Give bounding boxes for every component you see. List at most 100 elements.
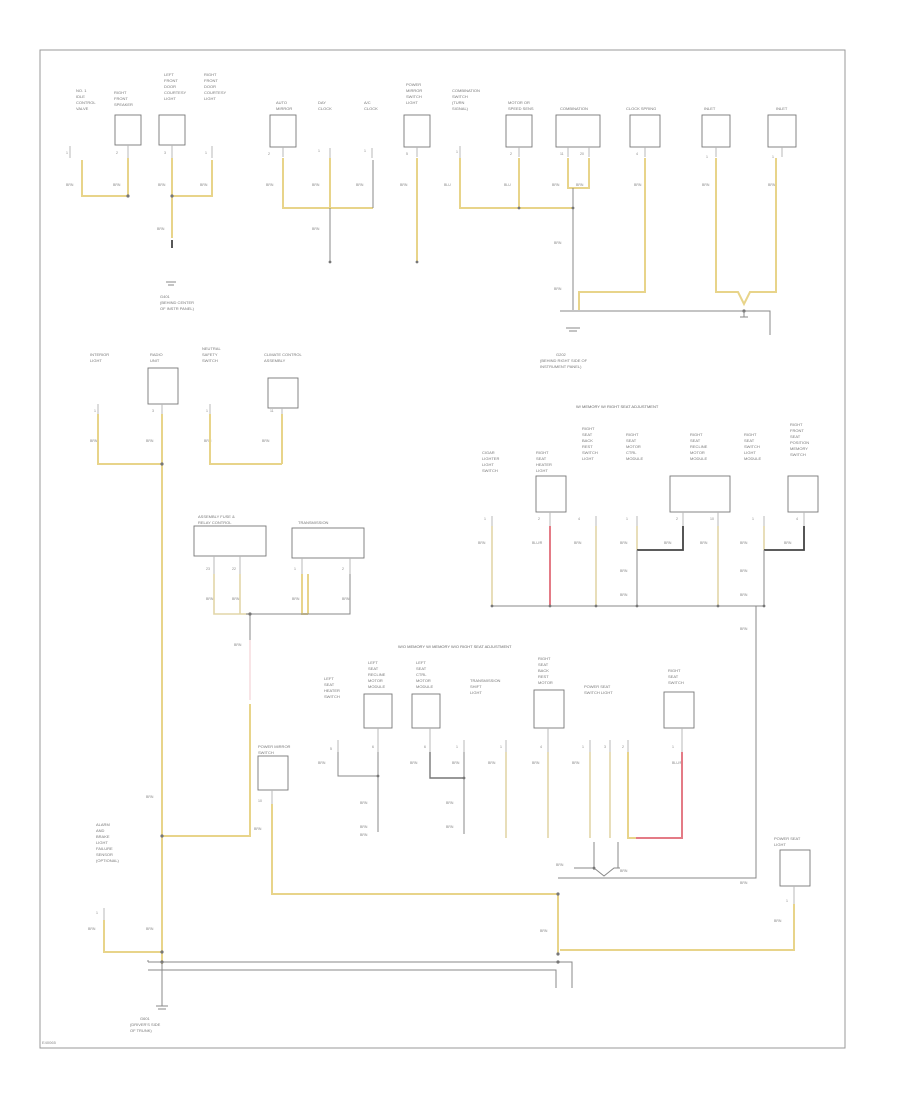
- svg-text:BRN: BRN: [356, 183, 364, 187]
- svg-text:SEAT: SEAT: [690, 438, 701, 443]
- svg-text:1: 1: [206, 409, 208, 413]
- svg-text:1: 1: [456, 150, 458, 154]
- svg-text:BRN: BRN: [554, 241, 562, 245]
- svg-text:BRN: BRN: [740, 569, 748, 573]
- svg-text:BRN: BRN: [360, 801, 368, 805]
- svg-text:RIGHT: RIGHT: [114, 90, 127, 95]
- svg-text:BRN: BRN: [66, 183, 74, 187]
- svg-text:BRN: BRN: [554, 287, 562, 291]
- svg-text:A/C: A/C: [364, 100, 371, 105]
- svg-text:BRN: BRN: [574, 541, 582, 545]
- svg-text:SWITCH: SWITCH: [790, 452, 806, 457]
- svg-text:MOTOR OR: MOTOR OR: [508, 100, 530, 105]
- svg-text:POWER MIRROR: POWER MIRROR: [258, 744, 291, 749]
- svg-text:1: 1: [294, 567, 296, 571]
- component-box: [629, 114, 661, 148]
- svg-text:DAY: DAY: [318, 100, 326, 105]
- svg-text:G202: G202: [556, 352, 567, 357]
- component-box: [363, 693, 393, 729]
- component-box: [555, 114, 601, 148]
- svg-text:RIGHT: RIGHT: [538, 656, 551, 661]
- svg-text:BLU: BLU: [504, 183, 511, 187]
- svg-text:DOOR: DOOR: [164, 84, 176, 89]
- svg-text:11: 11: [560, 152, 564, 156]
- svg-text:INLET: INLET: [776, 106, 788, 111]
- svg-text:POWER: POWER: [406, 82, 421, 87]
- footer-code: E40065: [42, 1040, 57, 1045]
- svg-text:LIGHT: LIGHT: [482, 462, 494, 467]
- svg-text:LIGHT: LIGHT: [164, 96, 176, 101]
- svg-text:22: 22: [232, 567, 236, 571]
- svg-text:SEAT: SEAT: [416, 666, 427, 671]
- svg-text:G601: G601: [140, 1016, 151, 1021]
- svg-text:BRN: BRN: [664, 541, 672, 545]
- svg-text:6: 6: [372, 745, 374, 749]
- svg-text:LEFT: LEFT: [416, 660, 426, 665]
- svg-text:BRN: BRN: [146, 795, 154, 799]
- svg-text:1: 1: [318, 149, 320, 153]
- svg-text:UNIT: UNIT: [150, 358, 160, 363]
- svg-text:SWITCH: SWITCH: [452, 94, 468, 99]
- svg-text:BRN: BRN: [90, 439, 98, 443]
- svg-text:BRN: BRN: [740, 593, 748, 597]
- component-box: [701, 114, 731, 148]
- right-seat-section: W/ MEMORY W/ RIGHT SEAT ADJUSTMENT CIGAR…: [478, 404, 819, 879]
- svg-text:CTRL: CTRL: [416, 672, 427, 677]
- svg-text:TRANSMISSION: TRANSMISSION: [470, 678, 501, 683]
- svg-text:BRN: BRN: [576, 183, 584, 187]
- svg-text:RIGHT: RIGHT: [790, 422, 803, 427]
- svg-text:AND: AND: [96, 828, 105, 833]
- svg-text:LIGHT: LIGHT: [96, 840, 108, 845]
- svg-text:SEAT: SEAT: [626, 438, 637, 443]
- svg-text:FRONT: FRONT: [164, 78, 178, 83]
- svg-text:3: 3: [604, 745, 606, 749]
- svg-text:LIGHT: LIGHT: [774, 842, 786, 847]
- svg-text:BRN: BRN: [540, 929, 548, 933]
- svg-text:1: 1: [772, 155, 774, 159]
- component-box: [114, 114, 142, 146]
- component-box: [411, 693, 441, 729]
- svg-text:1: 1: [672, 745, 674, 749]
- svg-text:BLU: BLU: [444, 183, 451, 187]
- svg-text:BRN: BRN: [158, 183, 166, 187]
- svg-text:BRN: BRN: [532, 761, 540, 765]
- svg-text:1: 1: [626, 517, 628, 521]
- svg-text:SENSOR: SENSOR: [96, 852, 113, 857]
- svg-text:SWITCH: SWITCH: [202, 358, 218, 363]
- svg-text:1: 1: [96, 911, 98, 915]
- svg-text:CIGAR: CIGAR: [482, 450, 495, 455]
- svg-text:SEAT: SEAT: [538, 662, 549, 667]
- svg-text:BRN: BRN: [774, 919, 782, 923]
- svg-text:RIGHT: RIGHT: [690, 432, 703, 437]
- svg-text:1: 1: [66, 151, 68, 155]
- component-box: [669, 475, 731, 513]
- svg-text:BRN: BRN: [572, 761, 580, 765]
- svg-text:REST: REST: [538, 674, 549, 679]
- svg-text:(DRIVER'S SIDE: (DRIVER'S SIDE: [130, 1022, 161, 1027]
- svg-text:4: 4: [540, 745, 542, 749]
- svg-text:1: 1: [786, 899, 788, 903]
- svg-text:20: 20: [580, 152, 584, 156]
- svg-text:RIGHT: RIGHT: [668, 668, 681, 673]
- svg-text:SPEED SENS: SPEED SENS: [508, 106, 534, 111]
- svg-text:BRN: BRN: [768, 183, 776, 187]
- svg-text:LIGHT: LIGHT: [470, 690, 482, 695]
- svg-text:LIGHT: LIGHT: [536, 468, 548, 473]
- svg-text:SIGNAL): SIGNAL): [452, 106, 469, 111]
- svg-text:INTERIOR: INTERIOR: [90, 352, 109, 357]
- svg-text:SAFETY: SAFETY: [202, 352, 218, 357]
- component-box: [257, 755, 289, 791]
- svg-text:BRN: BRN: [312, 227, 320, 231]
- svg-text:BRN: BRN: [200, 183, 208, 187]
- svg-text:2: 2: [538, 517, 540, 521]
- svg-text:SPEAKER: SPEAKER: [114, 102, 133, 107]
- svg-text:BRN: BRN: [312, 183, 320, 187]
- svg-text:LIGHTER: LIGHTER: [482, 456, 499, 461]
- svg-text:LEFT: LEFT: [324, 676, 334, 681]
- svg-text:DOOR: DOOR: [204, 84, 216, 89]
- svg-text:2: 2: [510, 152, 512, 156]
- svg-text:5: 5: [406, 152, 408, 156]
- svg-text:BRN: BRN: [634, 183, 642, 187]
- svg-text:POWER SEAT: POWER SEAT: [774, 836, 801, 841]
